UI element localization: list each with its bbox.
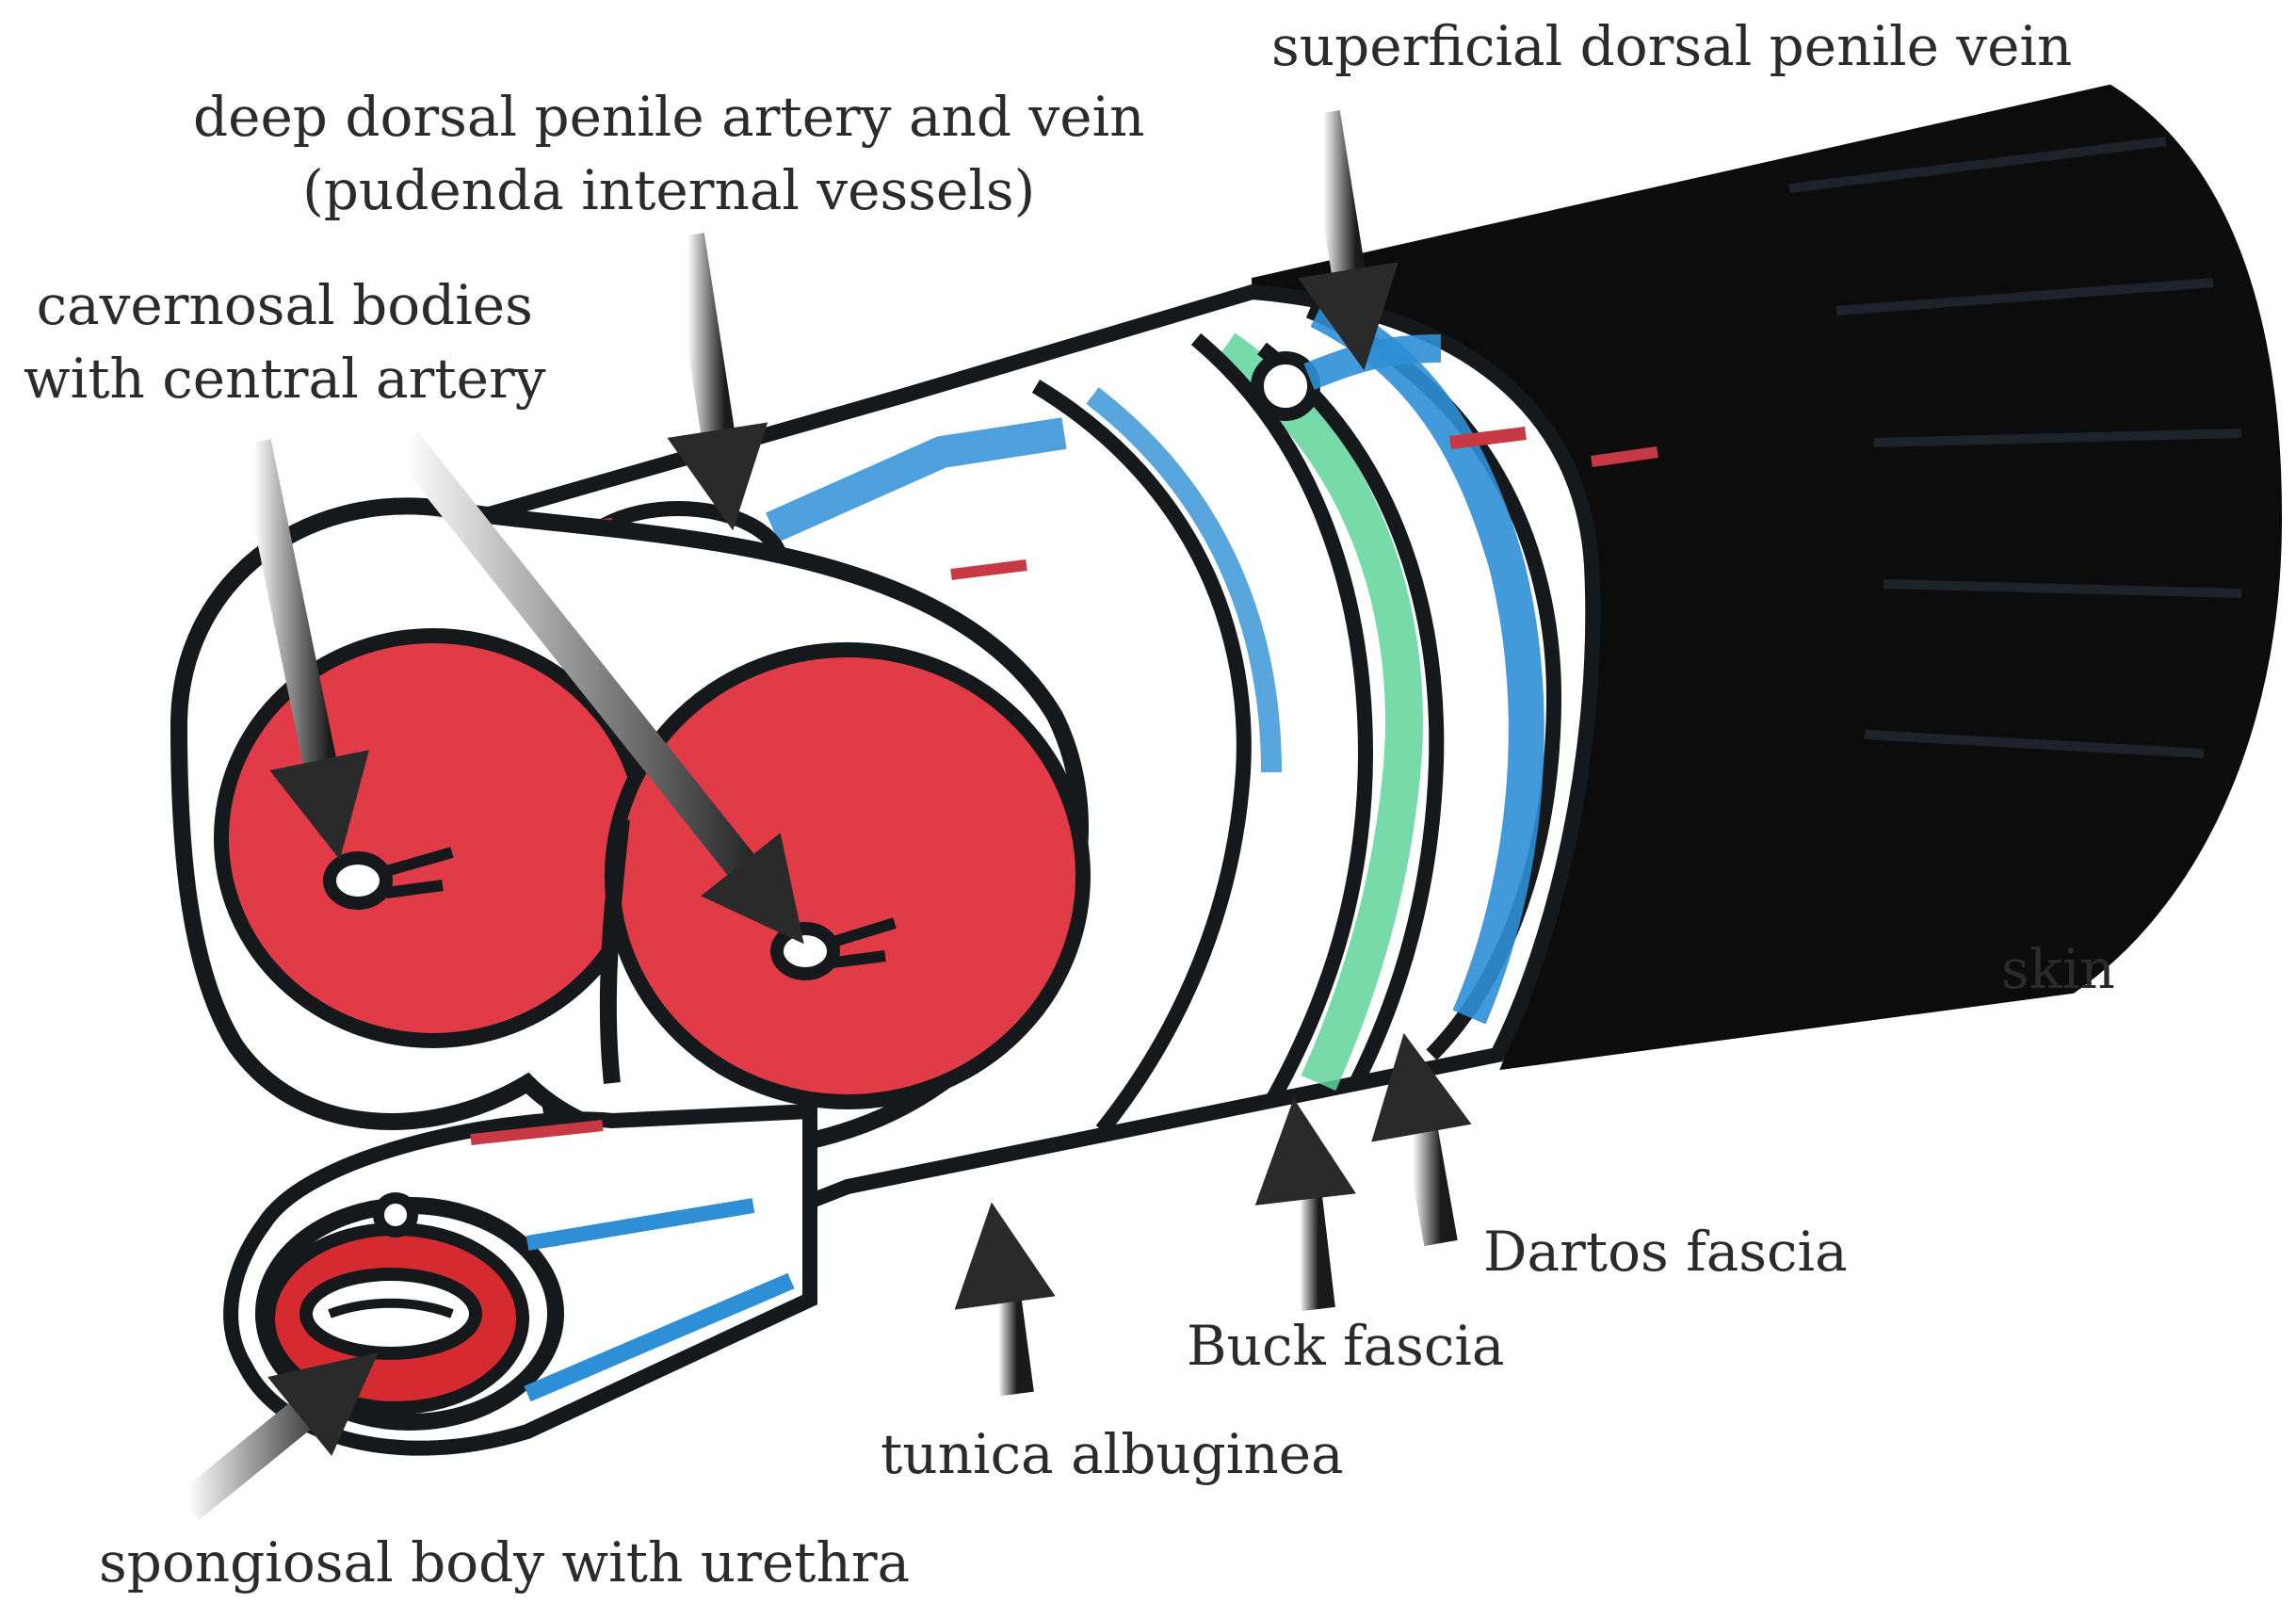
arrow-spongiosal: [177, 1351, 379, 1520]
label-cavernosal-line1: cavernosal bodies: [36, 273, 533, 337]
label-skin-text: skin: [2001, 937, 2115, 1001]
arrow-tunica: [954, 1202, 1056, 1397]
label-spongiosal-text: spongiosal body with urethra: [99, 1530, 911, 1594]
arrow-dartos: [1371, 1032, 1472, 1247]
arrow-cavernosal-right: [391, 431, 804, 945]
label-spongiosal-body-with-urethra: spongiosal body with urethra: [99, 1526, 910, 1599]
arrow-superficial-vein: [1298, 110, 1399, 371]
label-tunica-albuginea: tunica albuginea: [881, 1417, 1344, 1491]
label-cavernosal-line2: with central artery: [24, 347, 546, 411]
cavernosal-bodies: [170, 497, 1091, 1159]
label-deep-dorsal-penile-artery-vein: deep dorsal penile artery and vein (pude…: [193, 80, 1144, 227]
label-buck-text: Buck fascia: [1187, 1314, 1505, 1378]
label-buck-fascia: Buck fascia: [1187, 1309, 1504, 1383]
arrow-buck: [1254, 1098, 1356, 1312]
label-cavernosal-bodies: cavernosal bodies with central artery: [24, 268, 545, 415]
label-deep-dorsal-line1: deep dorsal penile artery and vein: [193, 85, 1145, 149]
label-superficial-text: superficial dorsal penile vein: [1271, 14, 2073, 78]
label-deep-dorsal-line2: (pudenda internal vessels): [302, 158, 1036, 222]
arrow-cavernosal-left: [237, 439, 370, 860]
arrow-deep-dorsal: [667, 233, 768, 531]
label-skin: skin: [2001, 932, 2115, 1006]
label-dartos-text: Dartos fascia: [1483, 1220, 1848, 1284]
label-dartos-fascia: Dartos fascia: [1483, 1215, 1848, 1288]
label-superficial-dorsal-penile-vein: superficial dorsal penile vein: [1271, 9, 2072, 83]
label-tunica-text: tunica albuginea: [881, 1422, 1344, 1486]
